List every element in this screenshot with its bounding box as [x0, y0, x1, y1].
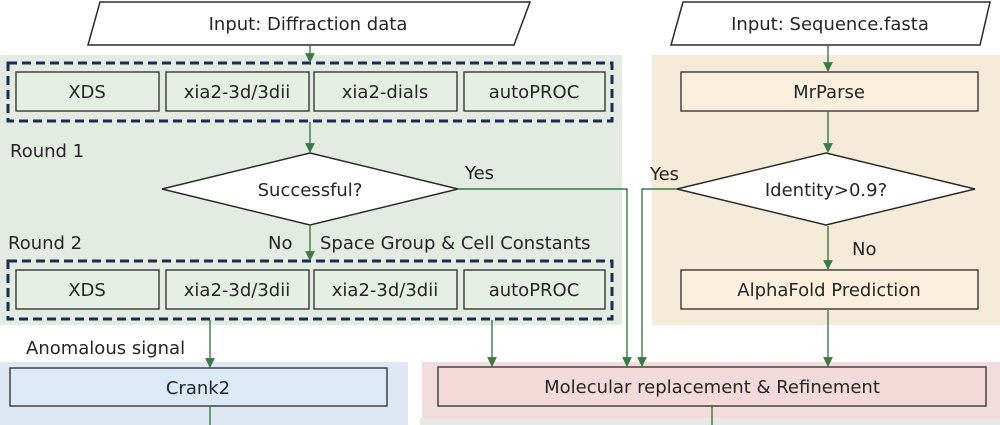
round2-box-autoproc-label: autoPROC	[489, 280, 580, 301]
input-sequence-label: Input: Sequence.fasta	[731, 14, 929, 35]
mrparse-box	[680, 71, 979, 112]
arrow-yes-to-mr	[458, 188, 632, 367]
mr-label: Molecular replacement & Refinement	[544, 377, 880, 398]
alphafold-box	[680, 269, 979, 310]
round1-box-xia2-3d	[165, 71, 310, 112]
round2-boxes: XDS xia2-3d/3dii xia2-3d/3dii autoPROC	[15, 269, 606, 310]
yes-label-left: Yes	[464, 163, 494, 184]
mr-box	[437, 366, 987, 407]
round2-box-xds	[15, 269, 160, 310]
input-sequence-shape	[670, 1, 991, 46]
round1-box-xia2-dials	[313, 71, 458, 112]
round1-boxes: XDS xia2-3d/3dii xia2-dials autoPROC	[15, 71, 606, 112]
round2-group	[6, 259, 614, 321]
arrow-identity-yes-to-mr	[637, 188, 677, 367]
round1-box-xia2-dials-label: xia2-dials	[342, 82, 428, 103]
anomalous-signal-label: Anomalous signal	[26, 338, 185, 359]
mrparse-label: MrParse	[793, 82, 865, 103]
bottom-strip	[420, 418, 1000, 425]
round2-no-label: No	[268, 233, 292, 254]
round2-box-autoproc	[463, 269, 606, 310]
round1-box-xia2-3d-label: xia2-3d/3dii	[184, 82, 290, 103]
round2-box-xia2-3d-a	[165, 269, 310, 310]
input-diffraction-label: Input: Diffraction data	[209, 14, 408, 35]
decision-successful-label: Successful?	[258, 180, 363, 201]
round2-box-xds-label: XDS	[68, 280, 106, 301]
crank2-box	[9, 367, 388, 407]
decision-identity-shape	[676, 152, 976, 226]
crank2-label: Crank2	[166, 378, 230, 399]
round2-box-xia2-3d-b	[313, 269, 458, 310]
round1-box-xds	[15, 71, 160, 112]
round2-box-xia2-3d-a-label: xia2-3d/3dii	[184, 280, 290, 301]
round1-box-autoproc	[463, 71, 606, 112]
round2-box-xia2-3d-b-label: xia2-3d/3dii	[332, 280, 438, 301]
round1-label: Round 1	[10, 141, 84, 162]
connectors	[205, 45, 833, 425]
round1-box-autoproc-label: autoPROC	[489, 82, 580, 103]
round2-note: Space Group & Cell Constants	[320, 233, 591, 254]
no-label-right: No	[852, 239, 876, 260]
round2-label: Round 2	[8, 233, 82, 254]
round1-box-xds-label: XDS	[68, 82, 106, 103]
yes-label-right: Yes	[649, 164, 679, 185]
input-diffraction-shape	[87, 1, 532, 46]
decision-identity-label: Identity>0.9?	[765, 180, 887, 201]
round1-group	[6, 61, 614, 123]
alphafold-label: AlphaFold Prediction	[737, 280, 920, 301]
decision-successful-shape	[161, 152, 459, 226]
